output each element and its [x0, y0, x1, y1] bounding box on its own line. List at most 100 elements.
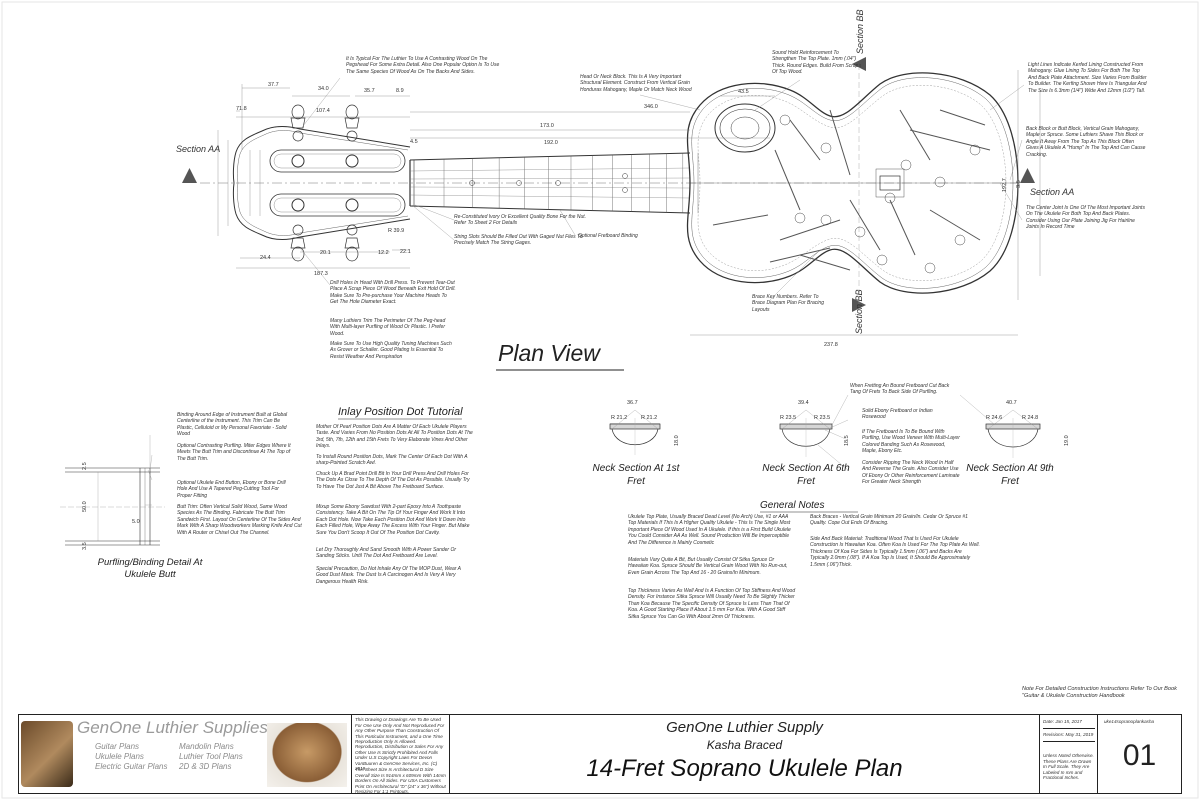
plan-list-2: Mandolin Plans Luthier Tool Plans 2D & 3…	[179, 742, 243, 772]
note-sound-hole: Sound Hold Reinforcement To Strengthen T…	[772, 50, 861, 76]
section-aa-right-label: Section AA	[1030, 187, 1074, 197]
dim-r24-right: R 24.8	[1022, 415, 1038, 421]
book-note: Note For Detailed Construction Instructi…	[1022, 686, 1177, 699]
general-notes-title: General Notes	[760, 500, 825, 511]
dim-18-5: 18.5	[844, 435, 850, 446]
general-notes-p5: Side And Back Material: Traditional Wood…	[810, 536, 980, 568]
plan-mandolin: Mandolin Plans	[179, 742, 234, 751]
section-bb-bottom-label: Section BB	[854, 289, 864, 334]
dimension-lines	[217, 70, 1041, 336]
sheet-panel: uke14sopranoplankasha 01	[1098, 715, 1181, 793]
title-block: GenOne Luthier Supplies Guitar Plans Uku…	[18, 714, 1182, 794]
dim-187-3: 187.3	[314, 271, 328, 277]
general-notes-p1: Ukulele Top Plate, Usually Braced Dead L…	[628, 514, 791, 546]
inlay-p6: Special Precaution, Do Not Inhale Any Of…	[316, 566, 461, 585]
inlay-p4: Mixup Some Ebony Sawdust With 2-part Epo…	[316, 504, 470, 536]
neck	[409, 152, 699, 214]
purfling-detail-title: Purfling/Binding Detail At Ukulele Butt	[97, 557, 203, 580]
dim-4-5: 4.5	[410, 139, 418, 145]
general-notes-p4: Back Braces - Vertical Grain Minimum 20 …	[810, 514, 968, 527]
title-panel: GenOne Luthier Supply Kasha Braced 14-Fr…	[450, 715, 1040, 793]
ukulele-photo-left	[21, 721, 73, 787]
company-logo-text: GenOne Luthier Supplies	[77, 718, 268, 737]
plan-electric: Electric Guitar Plans	[95, 762, 168, 771]
note-nut: Re-Constituted Ivory Or Excellent Qualit…	[454, 214, 586, 227]
title-revision: Revisions: May 31, 2019	[1043, 732, 1095, 742]
inlay-p2: To Install Round Position Dots, Mark The…	[316, 454, 468, 467]
disclaimer-panel: This Drawing or Drawings Are To Be Used …	[352, 715, 450, 795]
dim-p-3-5: 3.5	[82, 542, 88, 550]
dim-3-5: 3.5	[1016, 180, 1022, 188]
title-company: GenOne Luthier Supply	[666, 719, 823, 736]
dim-22-1: 22.1	[400, 249, 411, 255]
note-head-block: Head Or Neck Block. This Is A Very Impor…	[580, 74, 692, 93]
title-file: uke14sopranoplankasha	[1104, 719, 1155, 724]
section-aa-left-label: Section AA	[176, 144, 220, 154]
section-bb-bottom-marker	[852, 298, 866, 312]
inlay-p5: Let Dry Thoroughly And Sand Smooth With …	[316, 547, 457, 560]
dim-71-8: 71.8	[236, 106, 247, 112]
note-end-button: Optional Ukulele End Button, Ebony or Bo…	[177, 480, 286, 499]
note-butt-trim: Butt Trim: Often Vertical Solid Wood, Sa…	[177, 504, 302, 536]
dim-192-0: 192.0	[544, 140, 558, 146]
dim-37-7: 37.7	[268, 82, 279, 88]
note-butt-block: Back Block or Butt Block, Vertical Grain…	[1026, 126, 1146, 158]
neck-section-6	[779, 409, 833, 457]
disclaimer-1: This Drawing or Drawings Are To Be Used …	[355, 717, 445, 745]
general-notes-p2: Materials Vary Quite A Bit, But Usually …	[628, 557, 788, 576]
neck-section-leaders	[817, 394, 996, 471]
dim-12-2: 12.2	[378, 250, 389, 256]
dim-p-50-0: 50.0	[82, 501, 88, 512]
dim-35-7: 35.7	[364, 88, 375, 94]
dim-r21-right: R 21.2	[641, 415, 657, 421]
note-binding: Binding Around Edge of Instrument Built …	[177, 412, 288, 438]
dim-192-7: 192.7	[1002, 178, 1008, 192]
ukulele-photo-right	[267, 723, 347, 787]
inlay-p3: Chuck Up A Brad Point Drill Bit In Your …	[316, 471, 470, 490]
plan-guitar: Guitar Plans	[95, 742, 140, 751]
dim-20-1: 20.1	[320, 250, 331, 256]
note-kerfing: Light Lines Indicate Kerfed Lining Const…	[1028, 62, 1147, 94]
title-units: Unless Noted Otherwise. These Plans Are …	[1043, 753, 1094, 781]
section-bb-top-label: Section BB	[855, 9, 865, 54]
title-date: Date: Jan 15, 2017	[1043, 719, 1095, 729]
dim-r24-left: R 24.6	[986, 415, 1002, 421]
dim-43-5: 43.5	[738, 89, 749, 95]
dim-107-4: 107.4	[316, 108, 330, 114]
inlay-title: Inlay Position Dot Tutorial	[338, 406, 463, 418]
dim-36-7: 36.7	[627, 400, 638, 406]
note-purfling-opt: Optional Contrasting Purfling. Miter Edg…	[177, 443, 291, 462]
general-notes-p3: Top Thickness Varies As Well And Is A Fu…	[628, 588, 796, 620]
dim-237-8: 237.8	[824, 342, 838, 348]
section-aa-left-marker	[182, 168, 197, 183]
disclaimer-2: Reproduction, Distribution or Sales For …	[355, 744, 444, 772]
title-subtitle: Kasha Braced	[706, 738, 783, 752]
dimension-texts: 37.7 34.0 35.7 8.9 107.4 71.8 173.0 192.…	[82, 82, 1070, 550]
disclaimer-3: This Sheet Size Is Architectural D Size …	[355, 767, 446, 795]
dim-34-0: 34.0	[318, 86, 329, 92]
dim-39-4: 39.4	[798, 400, 809, 406]
neck-section-6-label: Neck Section At 6th Fret	[762, 463, 850, 487]
logo-panel: GenOne Luthier Supplies Guitar Plans Uku…	[19, 715, 352, 793]
plan-ukulele: Ukulele Plans	[95, 752, 144, 761]
dim-40-7: 40.7	[1006, 400, 1017, 406]
note-bound-fretboard: When Fretting An Bound Fretboard Cut Bac…	[850, 383, 950, 396]
title-main: 14-Fret Soprano Ukulele Plan	[586, 755, 903, 782]
headstock	[232, 104, 411, 262]
dim-p-5-0: 5.0	[132, 519, 140, 525]
neck-section-9	[985, 409, 1041, 458]
section-aa-right-marker	[1020, 168, 1035, 183]
dim-346-0: 346.0	[644, 104, 658, 110]
date-panel: Date: Jan 15, 2017 Revisions: May 31, 20…	[1040, 715, 1098, 793]
plan-2d3d: 2D & 3D Plans	[179, 762, 232, 771]
neck-section-9-label: Neck Section At 9th Fret	[966, 463, 1054, 487]
note-drill: Drill Holes In Head With Drill Press. To…	[330, 280, 456, 306]
leader-lines	[299, 77, 1025, 301]
dim-18-0: 18.0	[674, 435, 680, 446]
plan-tools: Luthier Tool Plans	[179, 752, 243, 761]
note-purfling-trim: Many Luthiers Trim The Perimeter Of The …	[330, 318, 446, 337]
note-center-joint: The Center Joint Is One Of The Most Impo…	[1026, 205, 1145, 231]
sheet-number: 01	[1122, 739, 1157, 772]
note-headstock-wood: It Is Typical For The Luthier To Use A C…	[346, 56, 500, 75]
